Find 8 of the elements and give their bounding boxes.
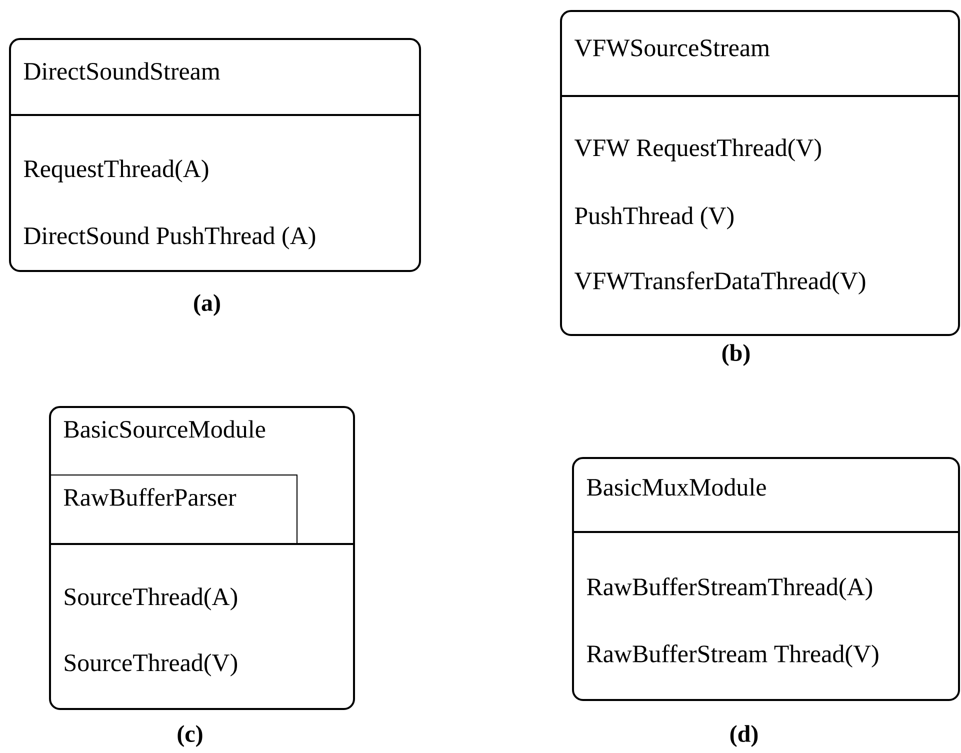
figure-caption: (b) (722, 344, 750, 366)
figure-caption: (d) (730, 725, 758, 747)
figure-caption: (c) (178, 725, 202, 747)
class-box: BasicMuxModule RawBufferStreamThread(A) RawBufferStream Thread(V) (572, 457, 960, 701)
inner-box: RawBufferParser (48, 474, 298, 544)
class-box: DirectSoundStream RequestThread(A) DirectSound PushThread (A) (9, 38, 421, 272)
figure-caption: (a) (194, 294, 220, 316)
class-box: VFWSourceStream VFW RequestThread(V) PushThread (V) VFWTransferDataThread(V) (560, 10, 960, 336)
